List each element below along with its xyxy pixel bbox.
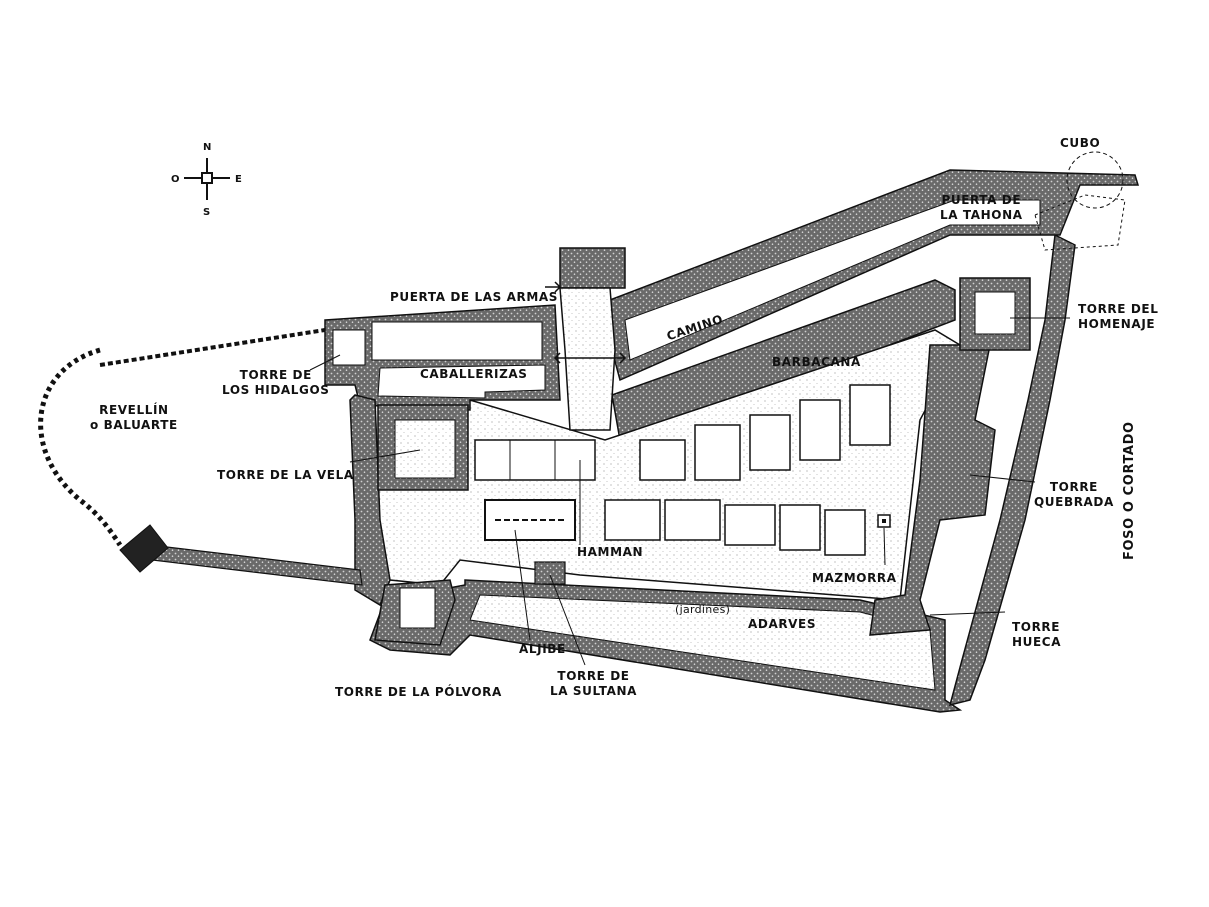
residential-quarter: [604, 384, 891, 556]
compass-west: O: [171, 174, 180, 185]
compass-north: N: [203, 142, 212, 153]
label-aljibe: ALJIBE: [519, 642, 566, 656]
camino-path: [624, 199, 1041, 361]
label-puerta-armas: PUERTA DE LAS ARMAS: [390, 290, 559, 304]
label-line: LA TAHONA: [940, 208, 1023, 222]
compass-east: E: [235, 174, 242, 185]
label-line: o BALUARTE: [90, 418, 178, 432]
label-line: TORRE DEL: [1078, 302, 1159, 316]
label-line: PUERTA DE: [941, 193, 1022, 207]
label-cubo: CUBO: [1060, 136, 1101, 150]
label-revellin: REVELLÍN o BALUARTE: [90, 403, 178, 433]
label-torre-hueca: TORRE HUECA: [1012, 620, 1061, 650]
label-hamman: HAMMAN: [577, 545, 644, 559]
label-line: LA SULTANA: [550, 684, 638, 698]
torre-sultana-block: [534, 561, 566, 585]
label-mazmorra: MAZMORRA: [812, 571, 897, 585]
torre-quebrada-wall: [869, 344, 996, 636]
tahona-gate: [1034, 194, 1126, 251]
label-line: LOS HIDALGOS: [222, 383, 330, 397]
torre-polvora-room: [399, 587, 436, 629]
label-adarves: ADARVES: [748, 617, 817, 631]
adarves-terrace: [469, 594, 936, 691]
compass-south: S: [203, 207, 211, 218]
cubo-outline: [1066, 151, 1124, 209]
label-torre-vela: TORRE DE LA VELA: [217, 468, 354, 482]
label-line: TORRE: [1012, 620, 1061, 634]
label-torre-sultana: TORRE DE LA SULTANA: [550, 669, 637, 699]
torre-hidalgos-room: [332, 329, 366, 366]
east-wall: [948, 233, 1076, 707]
revellin-bastion: [119, 524, 169, 573]
caballerizas-hall: [371, 321, 543, 361]
hamman-block: [474, 439, 596, 481]
label-line: TORRE DE: [557, 669, 630, 683]
label-caballerizas: CABALLERIZAS: [420, 367, 528, 381]
label-torre-hidalgos: TORRE DE LOS HIDALGOS: [222, 368, 330, 398]
torre-vela-room: [394, 419, 456, 479]
label-jardines: (jardines): [675, 603, 731, 616]
label-puerta-tahona: PUERTA DE LA TAHONA: [940, 193, 1023, 223]
label-leader-lines: [309, 317, 1070, 666]
west-outer-wall: [349, 394, 391, 607]
caballerizas-lower-hall: [377, 364, 546, 399]
label-barbacana: BARBACANA: [772, 355, 861, 369]
northwest-dashed-wall: [99, 328, 326, 367]
revellin-dashed-outline: [38, 347, 123, 547]
puerta-armas-tower: [559, 247, 626, 289]
label-line: REVELLÍN: [99, 403, 169, 417]
label-foso: FOSO O CORTADO: [1122, 421, 1137, 560]
torre-homenaje-room: [974, 291, 1016, 335]
label-line: TORRE: [1049, 480, 1098, 494]
southwest-wall: [149, 544, 363, 586]
entry-arrow: [545, 281, 562, 293]
mazmorra-marker-inner: [882, 519, 886, 523]
label-line: QUEBRADA: [1034, 495, 1114, 509]
compass-rose-icon: [184, 158, 230, 200]
label-torre-quebrada: TORRE QUEBRADA: [1034, 480, 1114, 510]
puerta-armas-passage: [559, 287, 616, 431]
passage-arrows: [553, 352, 627, 364]
label-line: TORRE DE: [239, 368, 312, 382]
label-torre-polvora: TORRE DE LA PÓLVORA: [335, 685, 502, 699]
label-line: HOMENAJE: [1078, 317, 1156, 331]
label-line: HUECA: [1012, 635, 1062, 649]
label-torre-homenaje: TORRE DEL HOMENAJE: [1078, 302, 1158, 332]
